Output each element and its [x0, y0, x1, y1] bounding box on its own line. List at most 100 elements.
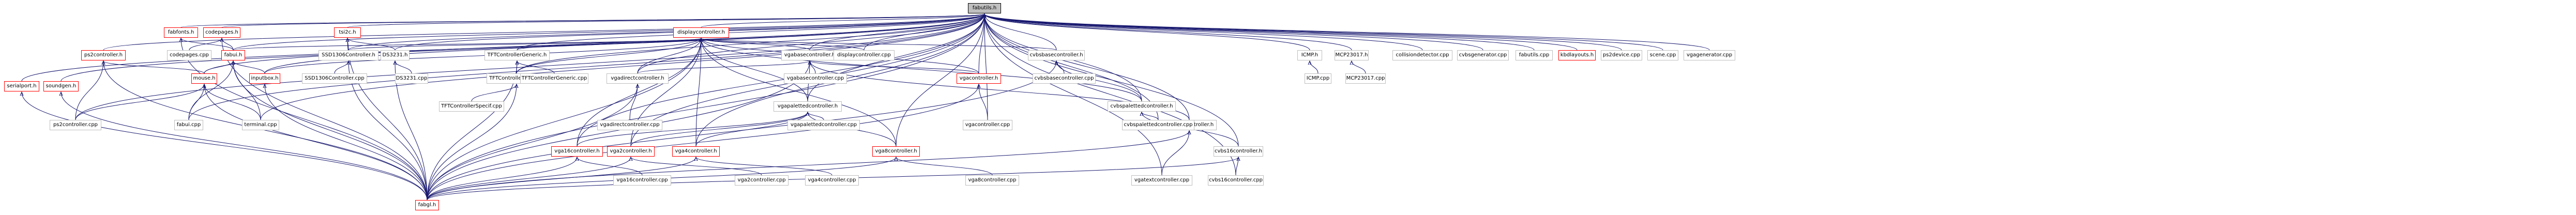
node-cvbspaletted-h[interactable]: cvbspalettedcontroller.h: [1108, 101, 1176, 112]
node-codepages-cpp[interactable]: codepages.cpp: [167, 50, 211, 60]
node-vga16-cpp[interactable]: vga16controller.cpp: [613, 175, 671, 186]
edge-codepages-h-to-fabgl-h: [222, 38, 428, 201]
node-mcp23017-cpp[interactable]: MCP23017.cpp: [1345, 73, 1386, 84]
edge-fabutils-h-to-cvbs16-cpp: [984, 14, 1236, 176]
node-mcp23017-h[interactable]: MCP23017.h: [1335, 50, 1369, 60]
node-vga16-h[interactable]: vga16controller.h: [551, 146, 603, 157]
node-displaycontroller-h[interactable]: displaycontroller.h: [673, 27, 729, 38]
edge-cvbsbase-h-to-cvbsbase-cpp: [1056, 61, 1065, 74]
node-vgabase-cpp[interactable]: vgabasecontroller.cpp: [784, 73, 847, 84]
node-terminal-cpp[interactable]: terminal.cpp: [242, 120, 279, 130]
edge-mouse-h-to-fabgl-h: [204, 84, 428, 201]
node-cvbspaletted-cpp[interactable]: cvbspalettedcontroller.cpp: [1122, 120, 1194, 130]
edge-displaycontroller-h-to-vgadirect-h: [637, 38, 701, 74]
node-cvbsbase-h[interactable]: cvbsbasecontroller.h: [1028, 50, 1085, 60]
node-vga8-cpp[interactable]: vga8controller.cpp: [965, 175, 1019, 186]
node-codepages-h[interactable]: codepages.h: [203, 27, 240, 38]
edge-mcp23017-h-to-mcp23017-cpp: [1352, 61, 1366, 74]
node-fabutils-cpp[interactable]: fabutils.cpp: [1516, 50, 1553, 60]
node-ds3231-h[interactable]: DS3231.h: [381, 50, 410, 60]
node-mouse-h[interactable]: mouse.h: [191, 73, 217, 84]
edge-vga2-h-to-fabgl-h: [427, 157, 631, 201]
node-icmp-cpp[interactable]: ICMP.cpp: [1305, 73, 1331, 84]
node-ssd1306-cpp[interactable]: SSD1306Controller.cpp: [302, 73, 367, 84]
node-ps2controller-h[interactable]: ps2controller.h: [81, 50, 126, 60]
edge-tftspecif-h-to-tftspecif-cpp: [471, 84, 517, 102]
edge-ps2controller-h-to-mouse-h: [103, 61, 205, 74]
node-vgatext-cpp[interactable]: vgatextcontroller.cpp: [1131, 175, 1192, 186]
node-serialport-h[interactable]: serialport.h: [4, 81, 39, 91]
edge-fabutils-h-to-vgacontroller-cpp: [984, 14, 988, 120]
edge-ds3231-h-to-ds3231-cpp: [395, 61, 412, 74]
node-kbdlayouts-h[interactable]: kbdlayouts.h: [1558, 50, 1596, 60]
node-icmp-h[interactable]: ICMP.h: [1297, 50, 1322, 60]
node-cvbsgenerator-cpp[interactable]: cvbsgenerator.cpp: [1457, 50, 1509, 60]
edge-vgabase-h-to-fabgl-h: [427, 61, 810, 201]
edge-displaycontroller-h-to-cvbsbase-h: [701, 38, 1057, 51]
edge-mouse-h-to-terminal-cpp: [204, 84, 261, 120]
edge-ssd1306-h-to-ssd1306-cpp: [334, 61, 348, 74]
edge-vgadirect-h-to-fabgl-h: [427, 84, 638, 201]
node-soundgen-h[interactable]: soundgen.h: [43, 81, 79, 91]
node-vgacontroller-cpp[interactable]: vgacontroller.cpp: [963, 120, 1012, 130]
node-collisiondetector-cpp[interactable]: collisiondetector.cpp: [1392, 50, 1452, 60]
edge-displaycontroller-h-to-tftspecif-h: [516, 38, 701, 74]
node-fabutils-h[interactable]: fabutils.h: [968, 3, 1001, 13]
edge-serialport-h-to-fabgl-h: [22, 92, 428, 201]
node-vgacontroller-h[interactable]: vgacontroller.h: [957, 73, 1001, 84]
node-vgadirect-h[interactable]: vgadirectcontroller.h: [607, 73, 669, 84]
edge-fabutils-h-to-vgatext-h: [984, 14, 1190, 120]
node-vga2-cpp[interactable]: vga2controller.cpp: [735, 175, 789, 186]
edge-tsi2c-h-to-fabgl-h: [347, 38, 428, 201]
node-tftspecif-cpp[interactable]: TFTControllerSpecif.cpp: [439, 101, 504, 112]
edge-fabutils-h-to-displaycontroller-h: [701, 14, 984, 28]
node-ssd1306-h[interactable]: SSD1306Controller.h: [319, 50, 378, 60]
node-cvbs16-cpp[interactable]: cvbs16controller.cpp: [1208, 175, 1264, 186]
edge-fabutils-h-to-terminal-cpp: [260, 14, 984, 120]
edge-fabutils-h-to-cvbspaletted-cpp: [984, 14, 1159, 120]
node-fabgl-h[interactable]: fabgl.h: [415, 200, 439, 210]
node-ps2device-cpp[interactable]: ps2device.cpp: [1601, 50, 1642, 60]
node-tftgeneric-cpp[interactable]: TFTControllerGeneric.cpp: [520, 73, 588, 84]
node-cvbsbase-cpp[interactable]: cvbsbasecontroller.cpp: [1033, 73, 1096, 84]
edge-fabutils-h-to-ps2controller-cpp: [75, 14, 984, 120]
edge-vga16-h-to-fabgl-h: [427, 157, 577, 201]
node-tsi2c-h[interactable]: tsi2c.h: [334, 27, 361, 38]
edge-fabui-h-to-mouse-h: [204, 61, 233, 74]
node-scene-cpp[interactable]: scene.cpp: [1647, 50, 1678, 60]
node-fabui-cpp[interactable]: fabui.cpp: [174, 120, 203, 130]
edge-fabui-h-to-inputbox-h: [233, 61, 265, 74]
node-vgabase-h[interactable]: vgabasecontroller.h: [781, 50, 838, 60]
node-cvbs16-h[interactable]: cvbs16controller.h: [1214, 146, 1263, 157]
edge-vgapalettedcontroller-h-to-vgapalettedcontroller-cpp: [808, 112, 824, 120]
edge-cvbsbase-h-to-cvbspaletted-h: [1056, 61, 1142, 102]
node-vga4-h[interactable]: vga4controller.h: [672, 146, 720, 157]
edge-vga2-h-to-vga2-cpp: [631, 157, 762, 176]
node-vga2-h[interactable]: vga2controller.h: [607, 146, 655, 157]
edge-fabutils-h-to-vgatext-cpp: [984, 14, 1162, 176]
node-vgapalettedcontroller-h[interactable]: vgapalettedcontroller.h: [774, 101, 842, 112]
node-vga8-h[interactable]: vga8controller.h: [872, 146, 920, 157]
edge-tsi2c-h-to-ds3231-h: [347, 38, 396, 51]
node-displaycontroller-cpp[interactable]: displaycontroller.cpp: [834, 50, 895, 60]
node-vgadirect-cpp[interactable]: vgadirectcontroller.cpp: [597, 120, 662, 130]
node-ps2controller-cpp[interactable]: ps2controller.cpp: [50, 120, 101, 130]
edge-fabutils-h-to-cvbsbase-h: [984, 14, 1057, 51]
node-vgagenerator-cpp[interactable]: vgagenerator.cpp: [1684, 50, 1735, 60]
edge-vgatext-h-to-fabgl-h: [427, 131, 1189, 201]
edge-vgabase-h-to-vgacontroller-h: [810, 61, 979, 74]
node-fabui-h[interactable]: fabui.h: [221, 50, 245, 60]
edge-displaycontroller-h-to-cvbspaletted-h: [701, 38, 1142, 102]
node-tftgeneric-h[interactable]: TFTControllerGeneric.h: [484, 50, 550, 60]
node-vga4-cpp[interactable]: vga4controller.cpp: [805, 175, 859, 186]
node-ds3231-cpp[interactable]: DS3231.cpp: [395, 73, 428, 84]
node-fabfonts-h[interactable]: fabfonts.h: [164, 27, 198, 38]
node-vgapalettedcontroller-cpp[interactable]: vgapalettedcontroller.cpp: [787, 120, 860, 130]
node-inputbox-h[interactable]: inputbox.h: [249, 73, 280, 84]
edge-tftspecif-h-to-fabgl-h: [427, 84, 517, 201]
edge-fabutils-h-to-vgagenerator-cpp: [984, 14, 1710, 51]
edge-displaycontroller-h-to-displaycontroller-cpp: [701, 38, 865, 51]
edge-cvbsbase-h-to-fabgl-h: [427, 61, 1056, 201]
